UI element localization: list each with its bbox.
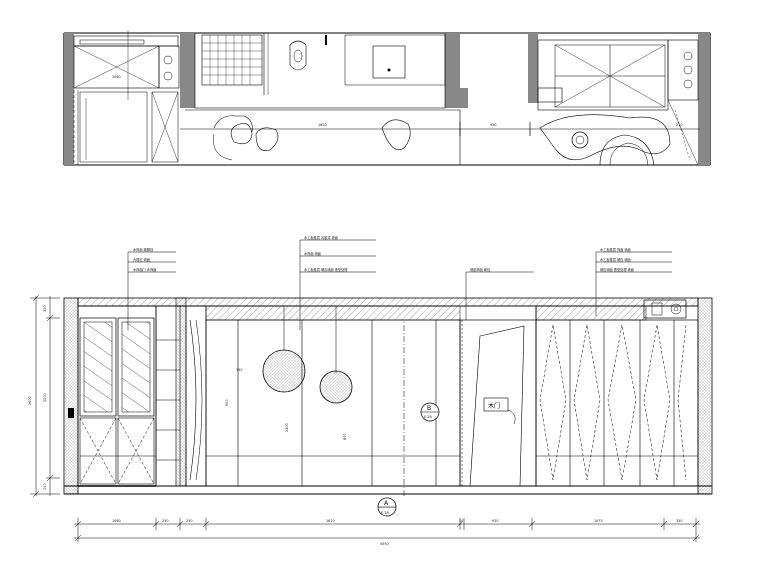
callout-text: 墙纸饰面 硬包 bbox=[470, 267, 491, 272]
bottom-dimensions bbox=[74, 518, 700, 542]
inner-dim: 2400 bbox=[285, 423, 289, 432]
soffit bbox=[205, 305, 461, 321]
callout-leaders bbox=[127, 239, 672, 330]
section-a-letter: A bbox=[384, 500, 389, 507]
plan-wall bbox=[180, 33, 195, 108]
plan-dim-kitchen: 1060 bbox=[112, 75, 121, 79]
height-dimensions bbox=[30, 294, 60, 498]
height-dim: 300 bbox=[43, 306, 47, 312]
bottom-dim: 250 bbox=[162, 519, 168, 523]
callout-text: 木工板基层 乳胶漆 墙面 bbox=[304, 235, 338, 240]
inner-dim: 900 bbox=[225, 400, 229, 406]
bottom-dim: 1620 bbox=[326, 519, 335, 523]
inner-dim: 150 bbox=[236, 368, 242, 372]
section-a-ref: E-28 bbox=[381, 511, 389, 515]
soffit bbox=[535, 305, 647, 321]
total-width: 5550 bbox=[380, 542, 389, 546]
plan-wall bbox=[64, 33, 74, 165]
plan-dim-right: 210 bbox=[676, 123, 682, 127]
plan-wall bbox=[445, 33, 460, 108]
elevation: 木门 B E-28 A E bbox=[63, 297, 713, 517]
bottom-dim: 250 bbox=[186, 519, 192, 523]
callout-text: 硬包墙面 造型处理 墙面 bbox=[600, 267, 634, 272]
bottom-dim: 350 bbox=[676, 519, 682, 523]
pendant-lamp-small bbox=[319, 370, 353, 404]
section-b-letter: B bbox=[427, 405, 431, 412]
inner-dim: 800 bbox=[343, 434, 347, 440]
plan-wall bbox=[460, 88, 468, 108]
floor-plan: 1060 1620 930 210 bbox=[63, 30, 711, 166]
callout-text: 木饰面 踢脚线 bbox=[133, 247, 154, 252]
plan-wall bbox=[698, 33, 710, 165]
callout-text: 木工板基层 硬包墙面 造型处理 bbox=[304, 267, 348, 272]
bottom-dim: 10 bbox=[459, 519, 463, 523]
bottom-dim: 930 bbox=[492, 519, 498, 523]
wall-section-left bbox=[63, 297, 79, 495]
bottom-dim: 1075 bbox=[594, 519, 603, 523]
wall-section-right bbox=[697, 297, 713, 495]
callout-text: 木饰面 墙面 bbox=[304, 251, 321, 256]
section-b-ref: E-28 bbox=[424, 415, 432, 419]
plan-wall bbox=[528, 33, 538, 103]
height-dim: 100 bbox=[43, 484, 47, 490]
plan-dim-main: 1620 bbox=[318, 123, 327, 127]
callout-text: 木工板基层 硬包 墙面 bbox=[600, 257, 631, 262]
door-label: 木门 bbox=[488, 402, 500, 410]
plan-dim-mid: 930 bbox=[490, 123, 496, 127]
callout-text: 大理石 墙面 bbox=[133, 257, 150, 262]
height-dim: 2200 bbox=[43, 393, 47, 402]
bottom-dim: 1060 bbox=[112, 519, 121, 523]
ceiling-band bbox=[77, 297, 699, 307]
height-dim-total: 2600 bbox=[28, 396, 32, 405]
pendant-lamp-large bbox=[262, 349, 306, 393]
callout-text: 木工板基层 饰面 墙面 bbox=[600, 247, 631, 252]
callout-text: 木饰面门 木饰面 bbox=[133, 267, 156, 272]
